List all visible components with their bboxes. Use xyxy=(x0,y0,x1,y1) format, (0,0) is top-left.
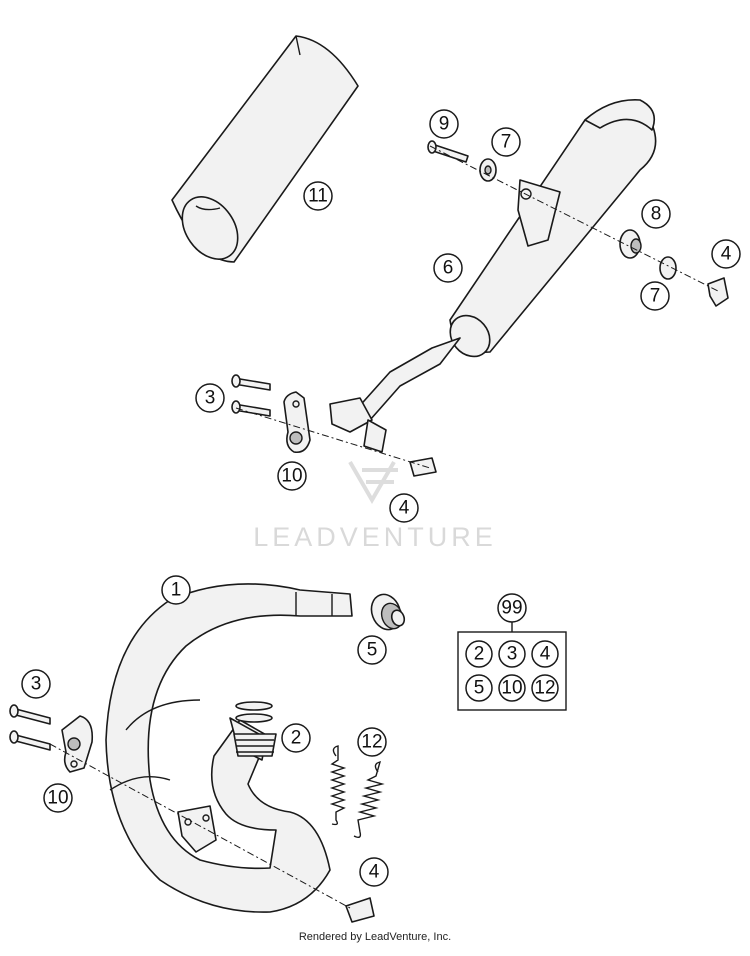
kit-item-3[interactable]: 3 xyxy=(498,640,526,668)
callout-6[interactable]: 6 xyxy=(433,253,463,283)
axis-line-silencer xyxy=(429,145,721,293)
svg-text:3: 3 xyxy=(507,644,518,665)
part-washer-upper[interactable] xyxy=(479,158,497,182)
callout-9[interactable]: 9 xyxy=(429,109,459,139)
kit-item-5[interactable]: 5 xyxy=(465,674,493,702)
leadventure-watermark: LEADVENTURE xyxy=(253,460,497,552)
part-spring-clip-mid[interactable] xyxy=(409,457,437,477)
svg-text:3: 3 xyxy=(31,674,42,695)
kit-item-10[interactable]: 10 xyxy=(498,674,526,702)
part-springs[interactable] xyxy=(329,745,385,839)
svg-text:10: 10 xyxy=(501,678,522,699)
kit-99-group[interactable]: 99 2 3 4 5 10 12 xyxy=(457,593,567,711)
part-rubber-sleeve[interactable] xyxy=(367,590,407,633)
part-silencer-bolt[interactable] xyxy=(427,140,469,163)
part-o-rings[interactable] xyxy=(233,701,277,757)
watermark-text: LEADVENTURE xyxy=(253,522,497,552)
axis-line-bracket xyxy=(235,407,431,469)
svg-text:4: 4 xyxy=(399,498,410,519)
svg-text:4: 4 xyxy=(369,862,380,883)
callout-11[interactable]: 11 xyxy=(303,181,333,211)
part-bolts-lower[interactable] xyxy=(9,704,51,751)
callout-3-upper[interactable]: 3 xyxy=(195,383,225,413)
callout-4-lower[interactable]: 4 xyxy=(359,857,389,887)
callout-10-upper[interactable]: 10 xyxy=(277,461,307,491)
callout-7-upper[interactable]: 7 xyxy=(491,127,521,157)
callout-4-mid[interactable]: 4 xyxy=(389,493,419,523)
svg-text:4: 4 xyxy=(540,644,551,665)
svg-text:2: 2 xyxy=(291,728,302,749)
callout-3-lower[interactable]: 3 xyxy=(21,669,51,699)
callout-2[interactable]: 2 xyxy=(281,723,311,753)
svg-text:10: 10 xyxy=(281,466,302,487)
part-bracket-lower[interactable] xyxy=(61,715,94,773)
part-bracket-upper[interactable] xyxy=(283,391,311,454)
svg-text:9: 9 xyxy=(439,114,450,135)
axis-line-lower xyxy=(49,743,351,909)
svg-text:11: 11 xyxy=(308,186,328,207)
callout-99[interactable]: 99 xyxy=(497,593,527,623)
callout-8[interactable]: 8 xyxy=(641,199,671,229)
callout-5[interactable]: 5 xyxy=(357,635,387,665)
kit-item-2[interactable]: 2 xyxy=(465,640,493,668)
svg-text:7: 7 xyxy=(650,286,661,307)
kit-item-12[interactable]: 12 xyxy=(531,674,559,702)
callout-1[interactable]: 1 xyxy=(161,575,191,605)
svg-text:4: 4 xyxy=(721,244,732,265)
callout-10-lower[interactable]: 10 xyxy=(43,783,73,813)
svg-text:1: 1 xyxy=(171,580,182,601)
svg-text:6: 6 xyxy=(443,258,454,279)
svg-text:3: 3 xyxy=(205,388,216,409)
part-exhaust-pipe[interactable] xyxy=(105,583,353,913)
footer-credit: Rendered by LeadVenture, Inc. xyxy=(298,931,452,943)
part-rubber-grommet[interactable] xyxy=(619,229,642,259)
part-spring-clip-upper[interactable] xyxy=(707,277,729,307)
part-spring-clip-lower[interactable] xyxy=(345,897,375,923)
svg-text:99: 99 xyxy=(501,598,522,619)
callout-12[interactable]: 12 xyxy=(357,727,387,757)
part-heat-shield-sleeve[interactable] xyxy=(171,35,359,270)
svg-text:2: 2 xyxy=(474,644,485,665)
svg-text:8: 8 xyxy=(651,204,662,225)
part-silencer[interactable] xyxy=(329,99,657,453)
svg-text:5: 5 xyxy=(474,678,485,699)
part-washer-lower[interactable] xyxy=(659,256,677,280)
kit-item-4[interactable]: 4 xyxy=(531,640,559,668)
part-bolts-upper[interactable] xyxy=(231,374,271,417)
svg-text:7: 7 xyxy=(501,132,512,153)
callout-4-upper[interactable]: 4 xyxy=(711,239,741,269)
svg-text:12: 12 xyxy=(534,678,555,699)
svg-text:12: 12 xyxy=(361,732,382,753)
svg-text:10: 10 xyxy=(47,788,68,809)
svg-text:5: 5 xyxy=(367,640,378,661)
callout-7-lower[interactable]: 7 xyxy=(640,281,670,311)
